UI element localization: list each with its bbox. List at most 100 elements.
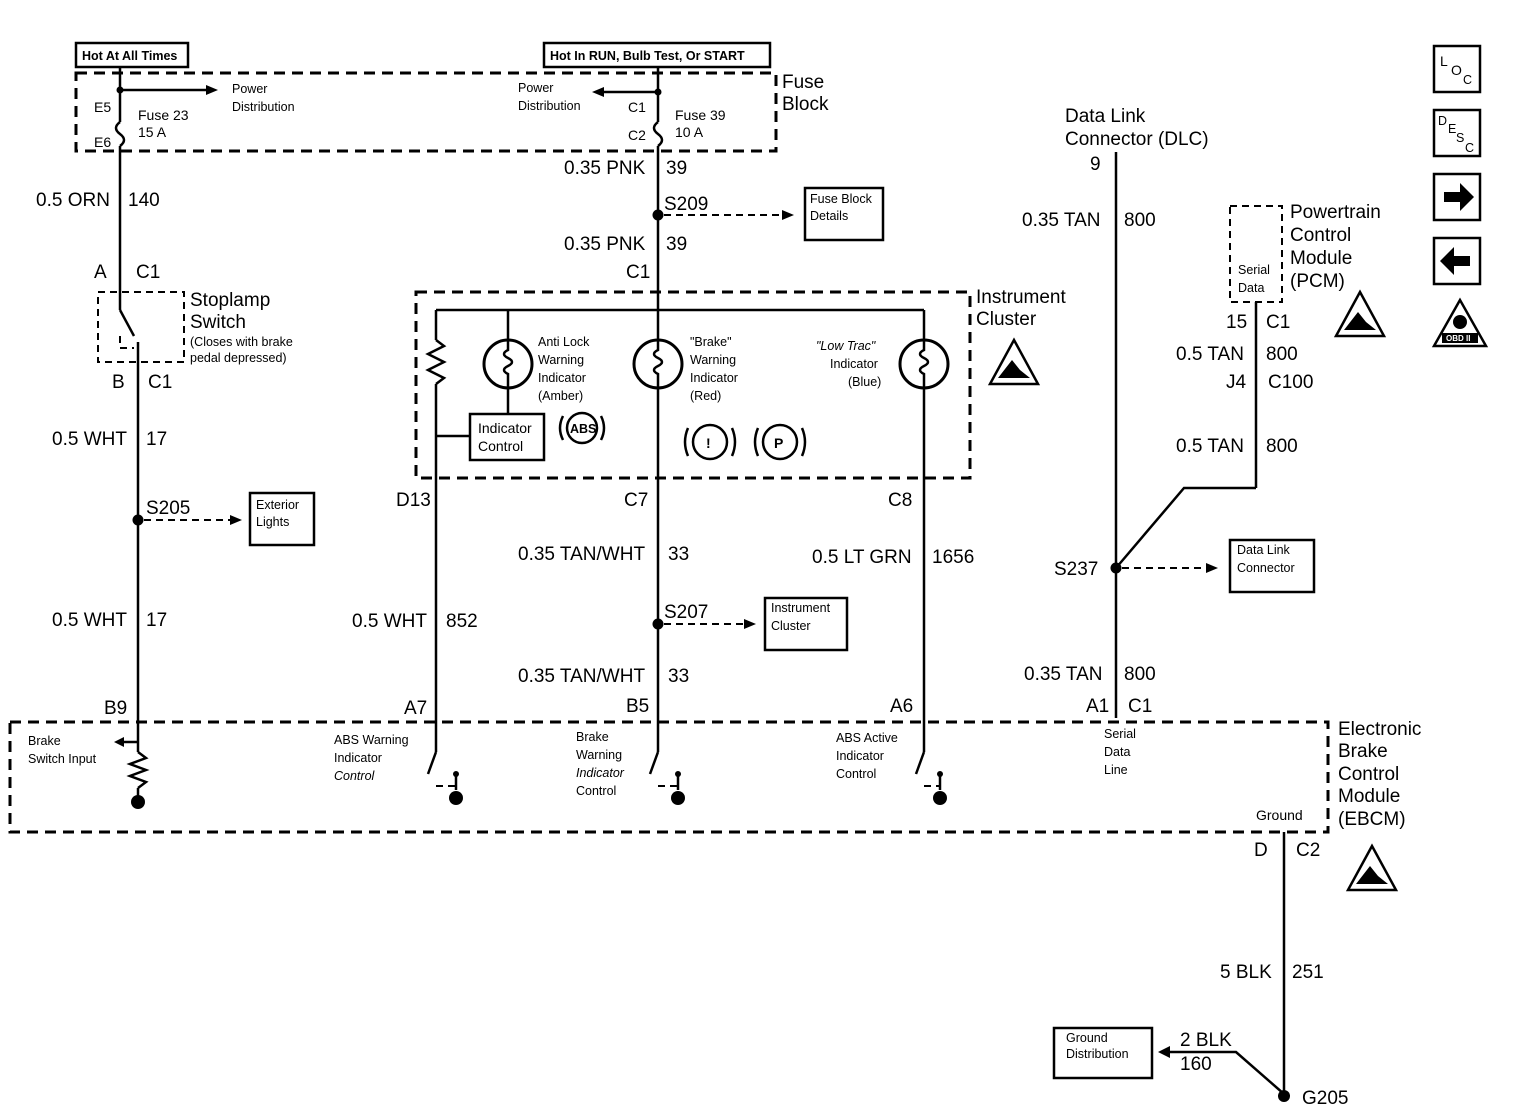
wire-label-wht: 0.5 WHT (352, 611, 427, 632)
splice-s205-label: S205 (146, 498, 190, 519)
wire-circuit-800: 800 (1266, 436, 1298, 457)
ground-icon (131, 795, 145, 809)
abs-symbol-icon: ABS (558, 411, 606, 445)
c100-connector: C100 (1268, 372, 1313, 393)
fuse-block: Fuse Block E5 E6 Fuse 23 15 A Power Dist… (74, 67, 829, 286)
svg-text:B9: B9 (104, 698, 127, 719)
esd-caution-icon (1345, 843, 1399, 892)
svg-text:B5: B5 (626, 696, 649, 717)
svg-text:Module: Module (1290, 248, 1352, 269)
wire-label-wht: 0.5 WHT (52, 429, 127, 450)
svg-text:L: L (1440, 53, 1448, 69)
svg-text:Brake: Brake (28, 734, 61, 748)
wire-label-blk: 5 BLK (1220, 962, 1272, 983)
svg-text:Control: Control (478, 438, 523, 454)
svg-text:Serial: Serial (1238, 263, 1270, 277)
svg-text:Power: Power (518, 81, 553, 95)
ground-icon (671, 791, 685, 805)
next-page-button[interactable] (1432, 172, 1482, 222)
svg-text:B: B (112, 372, 125, 393)
arrow-left-icon (1440, 247, 1470, 275)
svg-text:Warning: Warning (690, 353, 736, 367)
wire-circuit-39: 39 (666, 158, 687, 179)
svg-text:Indicator: Indicator (538, 371, 586, 385)
desc-button[interactable]: D E S C (1432, 108, 1482, 158)
svg-text:Control: Control (576, 784, 616, 798)
svg-text:Serial: Serial (1104, 727, 1136, 741)
ground-icon (449, 791, 463, 805)
svg-text:Connector: Connector (1237, 561, 1295, 575)
ebcm-ground-pin: D (1254, 840, 1268, 861)
c100-pin-j4: J4 (1226, 372, 1247, 393)
svg-text:A: A (94, 262, 107, 283)
abs-warning-lamp-icon (482, 338, 534, 390)
svg-text:C: C (1465, 141, 1474, 155)
fuse-block-details-ref[interactable]: Fuse Block Details (803, 186, 885, 242)
exterior-lights-ref[interactable]: Exterior Lights (248, 491, 316, 547)
wire-label-tanwht: 0.35 TAN/WHT (518, 666, 645, 687)
svg-text:Control: Control (836, 767, 876, 781)
exclamation-symbol-icon: ! (683, 423, 737, 461)
svg-text:C1: C1 (1266, 312, 1290, 333)
svg-text:D: D (1438, 114, 1447, 128)
svg-text:ABS Warning: ABS Warning (334, 733, 409, 747)
svg-text:Connector (DLC): Connector (DLC) (1065, 129, 1209, 150)
wire-circuit-33: 33 (668, 666, 689, 687)
svg-text:Fuse Block: Fuse Block (810, 192, 873, 206)
cluster-pin-c8: C8 (888, 490, 912, 511)
svg-text:A1: A1 (1086, 696, 1109, 717)
instrument-cluster: Instrument Cluster Indicator Control Ant… (414, 286, 1066, 480)
svg-text:Indicator: Indicator (334, 751, 382, 765)
svg-text:Data: Data (1104, 745, 1130, 759)
svg-text:(Red): (Red) (690, 389, 721, 403)
wire-circuit-800: 800 (1124, 210, 1156, 231)
loc-button[interactable]: L O C (1432, 44, 1482, 94)
svg-text:Instrument: Instrument (771, 601, 831, 615)
svg-text:Instrument: Instrument (976, 287, 1066, 308)
wire-circuit-39: 39 (666, 234, 687, 255)
svg-text:Distribution: Distribution (232, 100, 295, 114)
data-link-connector-ref[interactable]: Data Link Connector (1228, 538, 1316, 594)
instrument-cluster-ref[interactable]: Instrument Cluster (763, 596, 849, 652)
svg-text:!: ! (706, 435, 711, 451)
svg-text:C1: C1 (1128, 696, 1152, 717)
svg-text:Cluster: Cluster (771, 619, 811, 633)
splice-s209-label: S209 (664, 194, 708, 215)
svg-text:Line: Line (1104, 763, 1128, 777)
wire-label-tan: 0.35 TAN (1022, 210, 1101, 231)
svg-text:Ground: Ground (1066, 1031, 1108, 1045)
cluster-pin-c7: C7 (624, 490, 648, 511)
svg-text:S: S (1456, 131, 1464, 145)
svg-text:Switch Input: Switch Input (28, 752, 97, 766)
wire-label-blk: 2 BLK (1180, 1030, 1232, 1051)
svg-text:Fuse 23: Fuse 23 (138, 107, 189, 123)
svg-text:E5: E5 (94, 99, 111, 115)
svg-text:C1: C1 (136, 262, 160, 283)
ground-distribution-ref[interactable]: Ground Distribution (1052, 1026, 1154, 1080)
svg-text:(EBCM): (EBCM) (1338, 809, 1406, 830)
svg-text:ABS: ABS (570, 422, 596, 436)
wire-label-pnk: 0.35 PNK (564, 158, 646, 179)
svg-text:A7: A7 (404, 698, 427, 719)
arrow-right-icon (782, 210, 794, 220)
svg-text:Powertrain: Powertrain (1290, 202, 1381, 223)
ground-g205 (1278, 1090, 1290, 1102)
svg-text:Fuse 39: Fuse 39 (675, 107, 726, 123)
svg-text:10 A: 10 A (675, 124, 704, 140)
svg-text:Power: Power (232, 82, 267, 96)
power-distribution-arrow-icon (592, 87, 604, 97)
splice-s205 (132, 514, 144, 526)
wire-circuit-852: 852 (446, 611, 478, 632)
wire-label-orn: 0.5 ORN (36, 190, 110, 211)
svg-text:Brake: Brake (576, 730, 609, 744)
wire-label-ltgrn: 0.5 LT GRN (812, 547, 912, 568)
powertrain-control-module: Serial Data Powertrain Control Module (P… (1226, 202, 1381, 333)
ebcm-ground-connector: C2 (1296, 840, 1320, 861)
svg-text:Anti Lock: Anti Lock (538, 335, 590, 349)
splice-s237-label: S237 (1054, 559, 1098, 580)
prev-page-button[interactable] (1432, 236, 1482, 286)
data-link-connector: Data Link Connector (DLC) 9 (1065, 106, 1209, 175)
svg-text:O: O (1451, 62, 1462, 78)
wire-circuit-800: 800 (1124, 664, 1156, 685)
wire-circuit-251: 251 (1292, 962, 1324, 983)
